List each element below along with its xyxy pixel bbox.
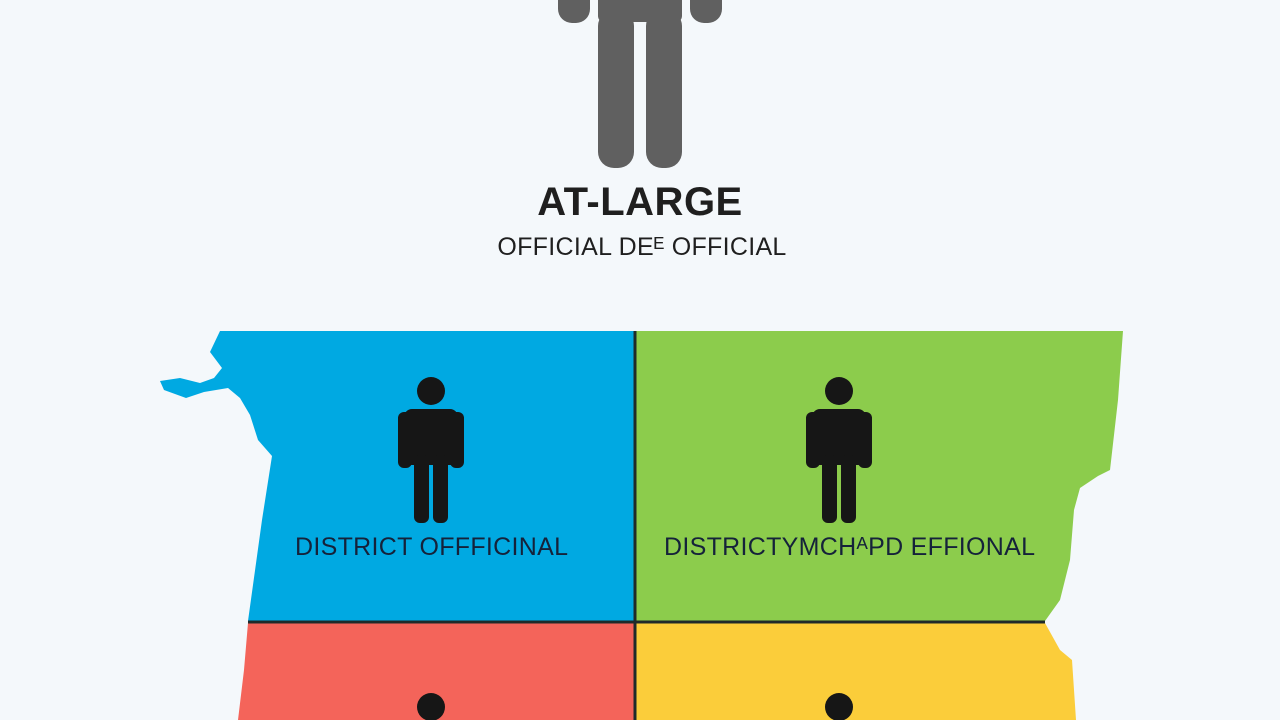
district-region-3 xyxy=(238,623,634,720)
district-region-2 xyxy=(636,331,1123,621)
at-large-subtitle: OFFICIAL DEᴱ OFFICIAL xyxy=(497,233,787,261)
district-1-label: DISTRICT OFFFICINAL xyxy=(295,533,569,561)
district-2-person-icon xyxy=(806,377,872,523)
at-large-person-icon xyxy=(558,0,722,168)
district-4-person-icon xyxy=(825,693,853,720)
district-3-person-icon xyxy=(417,693,445,720)
district-1-person-icon xyxy=(398,377,464,523)
district-region-1 xyxy=(160,331,634,621)
at-large-title: AT-LARGE xyxy=(537,180,743,224)
district-2-label: DISTRICTYMCHᴬPD EFFIONAL xyxy=(664,533,1036,561)
district-region-4 xyxy=(636,623,1076,720)
